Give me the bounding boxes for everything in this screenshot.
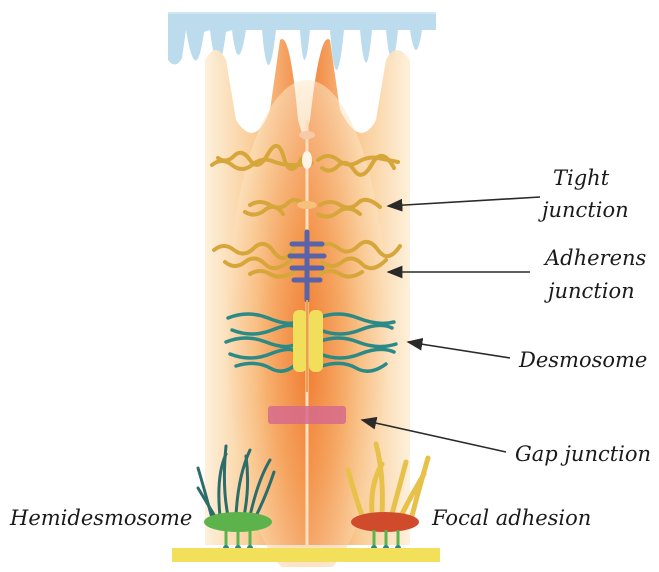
gap-junction-label: Gap junction [515,444,651,465]
tight-junction-arrow [388,197,540,206]
adherens-junction-label-line1: Adherens [545,248,646,269]
basement-membrane [172,548,440,562]
hemidesmosome-label: Hemidesmosome [10,508,192,529]
desmosome-arrow [408,342,510,358]
desmosome-label: Desmosome [519,350,647,371]
adherens-junction-label-line2: junction [548,281,635,302]
tight-junction-label-line2: junction [542,200,629,221]
tight-junction-label-line1: Tight [553,168,609,189]
gap-junction [268,406,346,424]
focal-adhesion-label: Focal adhesion [432,508,591,529]
